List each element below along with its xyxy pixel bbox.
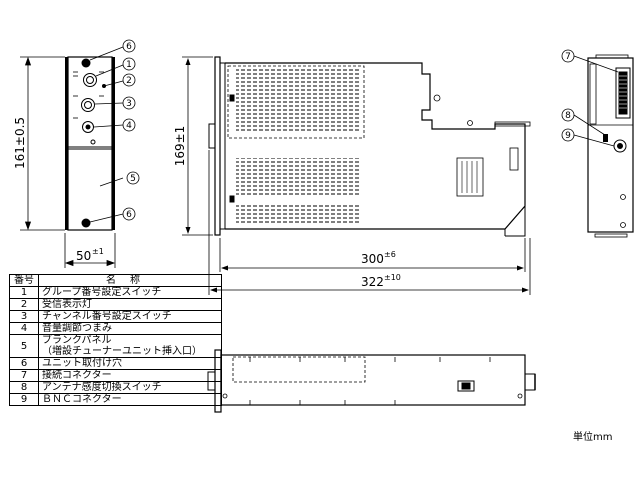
callout-4: 4 xyxy=(126,121,132,131)
dim-depth-body-tol: ±6 xyxy=(384,250,396,259)
front-panel xyxy=(67,56,113,231)
dim-depth-total: 322 xyxy=(361,275,384,289)
antenna-switch xyxy=(603,134,608,142)
unit-label: 単位mm xyxy=(573,432,613,443)
mount-hole-top xyxy=(81,58,91,68)
dim-height-front-tol: ±0.5 xyxy=(13,117,27,146)
dim-width-front-tol: ±1 xyxy=(92,247,104,256)
dim-depth-total-tol: ±10 xyxy=(384,273,401,282)
callout-6-bottom: 6 xyxy=(126,210,132,220)
parts-header-name: 名称 xyxy=(38,274,222,287)
svg-text:161±0.5: 161±0.5 xyxy=(13,117,27,169)
dim-depth-body: 300 xyxy=(361,252,384,266)
dim-height-side-tol: ±1 xyxy=(173,126,187,144)
callout-6-top: 6 xyxy=(126,42,132,52)
side-view xyxy=(182,56,531,295)
svg-text:169±1: 169±1 xyxy=(173,126,187,167)
rear-view xyxy=(573,54,634,238)
dim-height-side: 169 xyxy=(173,143,187,166)
connector xyxy=(615,67,631,119)
callout-3: 3 xyxy=(126,99,132,109)
volume-knob xyxy=(82,121,94,133)
callout-2: 2 xyxy=(126,76,132,86)
callout-8: 8 xyxy=(565,111,571,121)
callouts xyxy=(122,39,575,221)
parts-header-no: 番号 xyxy=(9,274,39,287)
dim-height-front: 161 xyxy=(13,146,27,169)
dim-width-front: 50 xyxy=(76,249,91,263)
callout-1: 1 xyxy=(126,60,132,70)
label-plate xyxy=(456,157,484,197)
front-view: 161±0.5 50 ±1 xyxy=(13,46,124,268)
callout-5: 5 xyxy=(130,174,136,184)
callout-7: 7 xyxy=(565,52,571,62)
callout-9: 9 xyxy=(565,131,571,141)
mount-hole-bottom xyxy=(81,218,91,228)
top-view xyxy=(207,349,536,413)
channel-switch xyxy=(81,98,95,112)
group-switch xyxy=(83,73,97,87)
